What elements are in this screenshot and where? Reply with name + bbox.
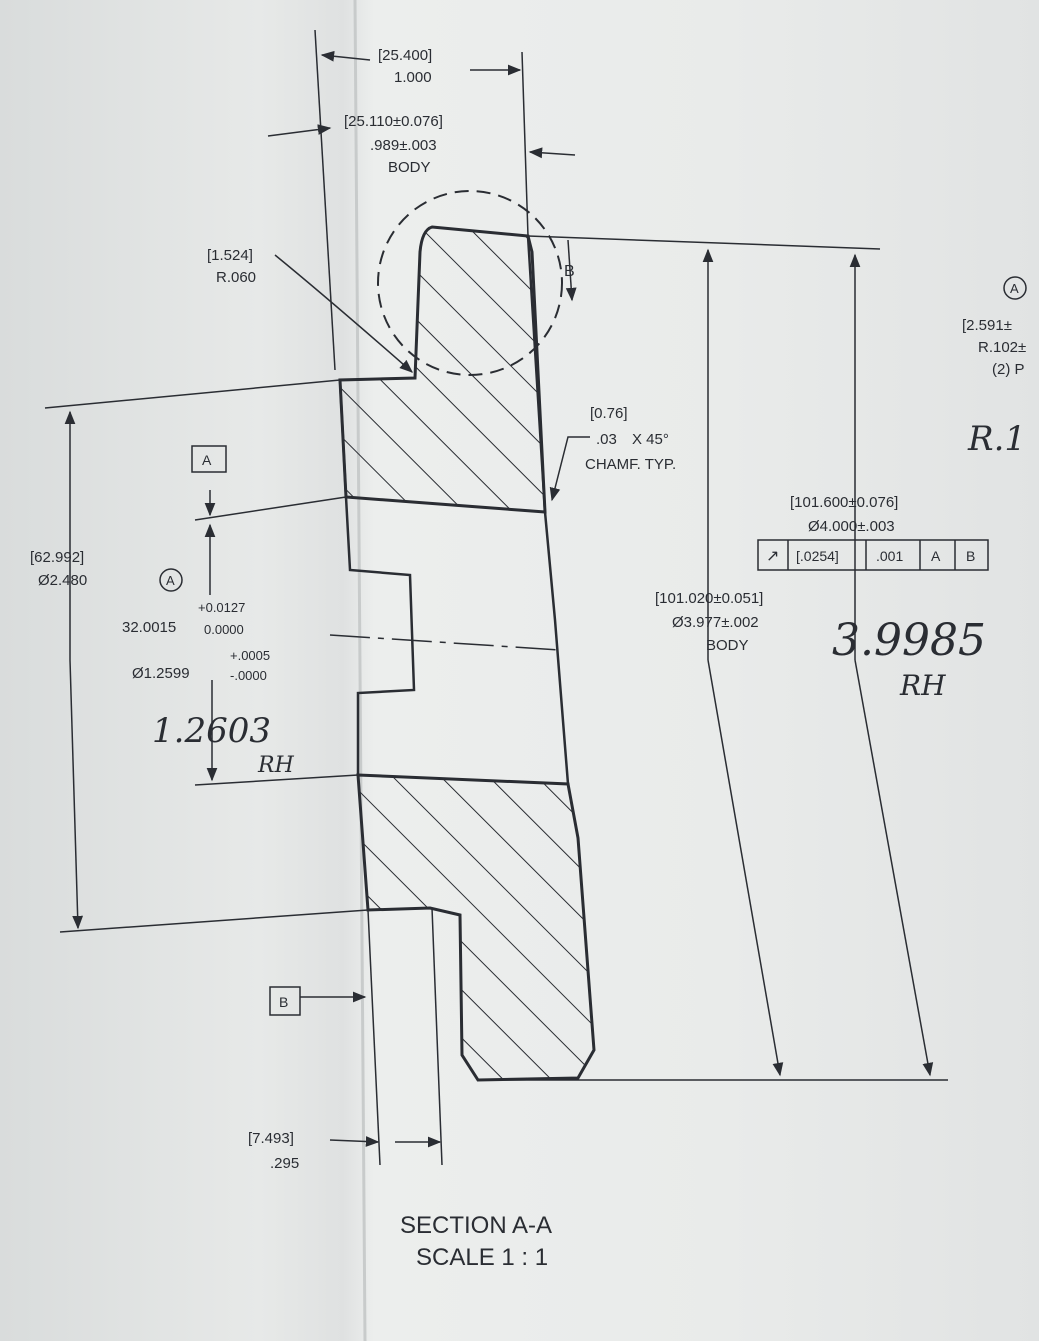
- dimension-lines: [64, 50, 934, 1148]
- side-radius-inch: R.102±: [978, 339, 1026, 356]
- step-depth-metric: [7.493]: [248, 1130, 294, 1147]
- center-line: [329, 634, 561, 651]
- bore-diameter-metric-lower: 0.0000: [204, 622, 244, 637]
- handwritten-bore-initials: RH: [257, 753, 295, 778]
- extension-lines: [44, 29, 948, 1166]
- side-radius-count: (2) P: [992, 361, 1025, 378]
- balloon-a-right: A: [1003, 276, 1027, 300]
- runout-symbol: ↗: [766, 548, 779, 565]
- fillet-radius-metric: [1.524]: [207, 247, 253, 264]
- svg-text:A: A: [166, 573, 175, 588]
- section-scale: SCALE 1 : 1: [416, 1244, 548, 1271]
- bore-diameter-inch-upper: +.0005: [230, 648, 270, 663]
- balloon-a-left: A: [159, 568, 183, 592]
- overall-width-inch: 1.000: [394, 69, 432, 86]
- outer-diameter-inch: Ø4.000±.003: [808, 518, 895, 535]
- tolerance-metric: [.0254]: [796, 548, 839, 564]
- section-title: SECTION A-A: [400, 1212, 552, 1239]
- bore-diameter-metric: 32.0015: [122, 619, 176, 636]
- outer-diameter-metric: [101.600±0.076]: [790, 494, 898, 511]
- chamfer-angle: X 45°: [632, 431, 669, 448]
- body-diameter-metric: [101.020±0.051]: [655, 590, 763, 607]
- handwritten-od-note: 3.9985: [832, 615, 986, 666]
- svg-text:A: A: [1010, 281, 1019, 296]
- handwritten-od-initials: RH: [899, 669, 946, 702]
- body-diameter-note: BODY: [706, 637, 749, 654]
- part-section: [338, 225, 596, 1082]
- step-depth-inch: .295: [270, 1155, 299, 1172]
- handwritten-radius-note: R.1: [967, 419, 1026, 459]
- body-width-inch: .989±.003: [370, 137, 437, 154]
- bottom-flange-hatch: [356, 773, 596, 1082]
- svg-text:B: B: [279, 994, 288, 1010]
- hub-diameter-metric: [62.992]: [30, 549, 84, 566]
- bore-diameter-inch-lower: -.0000: [230, 668, 267, 683]
- chamfer-inch: .03: [596, 431, 617, 448]
- chamfer-note: CHAMF. TYP.: [585, 456, 676, 473]
- body-width-note: BODY: [388, 159, 431, 176]
- detail-circle-b: [377, 190, 563, 376]
- hub-diameter-inch: Ø2.480: [38, 572, 87, 589]
- datum-b-box: B: [269, 986, 301, 1016]
- chamfer-metric: [0.76]: [590, 405, 628, 422]
- tolerance-datum-a: A: [931, 548, 941, 564]
- bore-diameter-metric-upper: +0.0127: [198, 600, 245, 615]
- side-radius-metric: [2.591±: [962, 317, 1012, 334]
- top-flange-hatch: [338, 225, 547, 514]
- body-diameter-inch: Ø3.977±.002: [672, 614, 759, 631]
- fillet-radius-inch: R.060: [216, 269, 256, 286]
- section-cut-label: B: [564, 263, 575, 280]
- bore-diameter-inch: Ø1.2599: [132, 665, 190, 682]
- handwritten-bore-note: 1.2603: [152, 711, 271, 751]
- hub-lower-edge: [357, 774, 569, 785]
- datum-a-box: A: [191, 445, 227, 473]
- overall-width-metric: [25.400]: [378, 47, 432, 64]
- svg-text:A: A: [202, 452, 212, 468]
- datum-a-line: [345, 496, 546, 513]
- body-width-metric: [25.110±0.076]: [344, 113, 443, 130]
- tolerance-datum-b: B: [966, 548, 975, 564]
- tolerance-frame: ↗ [.0254] .001 A B: [757, 539, 989, 571]
- tolerance-inch: .001: [876, 548, 903, 564]
- paper-fold-line: [353, 0, 367, 1341]
- outer-body-edge: [526, 235, 570, 785]
